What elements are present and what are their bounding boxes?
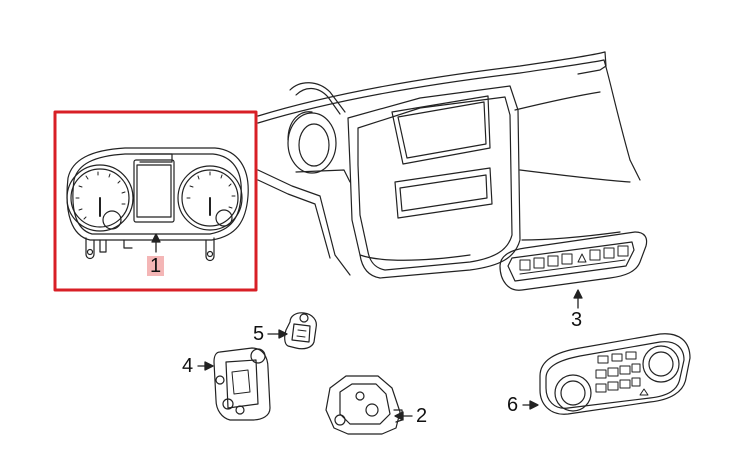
small-switch: [284, 312, 317, 350]
switch-module: [213, 347, 271, 421]
callout-1: 1: [147, 256, 165, 276]
climate-control: [539, 333, 691, 415]
callout-6: 6: [507, 394, 519, 416]
callout-3: 3: [571, 309, 583, 331]
switch-panel: [499, 231, 648, 291]
switch-unit: [325, 375, 403, 435]
callout-4: 4: [182, 355, 194, 377]
dashboard-outline: [257, 51, 641, 279]
instrument-cluster: [66, 147, 249, 262]
callout-2: 2: [416, 405, 428, 427]
highlight-box: [53, 110, 258, 292]
callout-5: 5: [253, 323, 265, 345]
leader-arrows: [151, 233, 583, 421]
